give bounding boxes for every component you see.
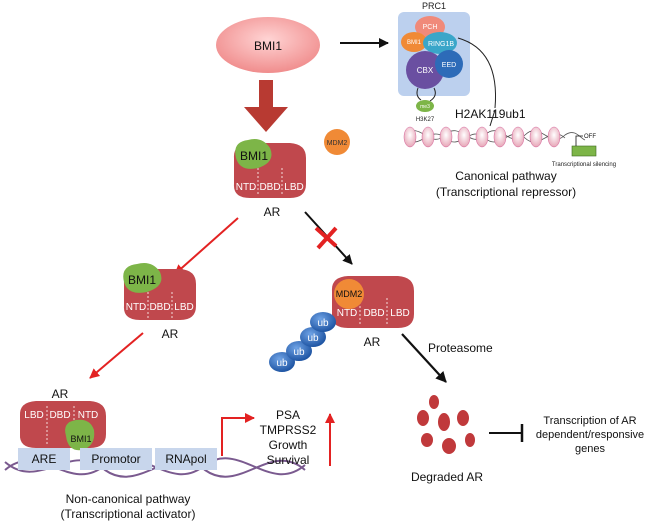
- bmi1-subunit: [401, 32, 427, 52]
- ar-top-bmi1-label: BMI1: [240, 149, 268, 163]
- ring1b-subunit: [423, 32, 457, 54]
- cbx-to-h3k27-connector: [416, 87, 422, 101]
- ar-left-complex: [123, 263, 196, 320]
- arrow-to-degradation: [401, 333, 447, 383]
- transcription-line-2: dependent/responsive: [536, 429, 644, 441]
- noncanonical-pathway-label: Non-canonical pathway: [66, 492, 191, 506]
- off-arrow: [575, 135, 583, 146]
- bmi1-ellipse: [216, 17, 320, 73]
- ub-label-1: ub: [276, 358, 288, 369]
- ar-mid-ntd: NTD: [337, 308, 358, 319]
- nucleosome-array: [403, 126, 561, 148]
- silenced-gene-box: [571, 145, 597, 157]
- ar-top-dbd: DBD: [259, 182, 280, 193]
- ubiquitin-chain: [269, 312, 336, 372]
- ub-3: [300, 327, 326, 347]
- h2ak-to-chromatin-connector: [489, 109, 496, 127]
- ar-left-bmi1-label: BMI1: [128, 273, 156, 287]
- off-label: OFF: [584, 134, 596, 140]
- h3k27-label: H3K27: [416, 117, 435, 123]
- ar-top-complex: [233, 139, 306, 198]
- mdm2-bound: [334, 279, 364, 309]
- h3k27-me3-label: me3: [420, 104, 430, 110]
- ar-top-ntd: NTD: [236, 182, 257, 193]
- ar-bottom-label: AR: [52, 387, 69, 401]
- gene-tmprss2: TMPRSS2: [260, 423, 317, 437]
- mdm2-free-label: MDM2: [327, 140, 348, 147]
- ar-bottom-lbd: LBD: [24, 410, 43, 421]
- ar-top-lbd: LBD: [284, 182, 303, 193]
- blocked-cross: [314, 226, 338, 250]
- rnapol-box: [155, 448, 217, 470]
- transcription-line-3: genes: [575, 443, 605, 455]
- mdm2-free: [324, 129, 350, 155]
- transcriptional-silencing-label: Transcriptional silencing: [552, 162, 616, 168]
- are-box: [18, 448, 70, 470]
- ub-2: [286, 341, 312, 361]
- prc1-title: PRC1: [422, 1, 446, 11]
- ar-left-ntd: NTD: [126, 302, 147, 313]
- noncanonical-pathway-subtitle: (Transcriptional activator): [61, 507, 196, 521]
- ar-mid-lbd: LBD: [390, 308, 409, 319]
- rnapol-label: RNApol: [165, 452, 206, 466]
- are-label: ARE: [32, 452, 57, 466]
- proteasome-label: Proteasome: [428, 341, 493, 355]
- ub-label-4: ub: [317, 318, 329, 329]
- ar-left-dbd: DBD: [149, 302, 170, 313]
- arrow-bmi1-to-ar: [244, 80, 288, 132]
- cbx-label: CBX: [417, 66, 434, 75]
- gene-survival: Survival: [267, 453, 310, 467]
- ar-bottom-bmi1-label: BMI1: [70, 434, 91, 444]
- h2ak119ub1-label: H2AK119ub1: [455, 107, 526, 121]
- ub-label-2: ub: [293, 347, 305, 358]
- cbx-subunit: [406, 51, 444, 89]
- promotor-box: [80, 448, 152, 470]
- bmi1-blob-bottom: [65, 419, 95, 451]
- ar-bottom-dbd: DBD: [49, 410, 70, 421]
- arrow-ar-left-to-bottom: [89, 332, 144, 379]
- ring1b-to-h2ak-connector: [457, 37, 497, 109]
- eed-subunit: [435, 50, 463, 78]
- ub-label-3: ub: [307, 333, 319, 344]
- transcription-line-1: Transcription of AR: [543, 415, 636, 427]
- ar-top-label: AR: [264, 205, 281, 219]
- canonical-pathway-subtitle: (Transcriptional repressor): [436, 185, 576, 199]
- eed-label: EED: [442, 62, 456, 69]
- degraded-ar-label: Degraded AR: [411, 470, 483, 484]
- ring1b-label: RING1B: [428, 41, 454, 48]
- arrow-ar-to-left: [174, 217, 239, 275]
- bmi1-subunit-label: BMI1: [407, 40, 422, 46]
- h3k27-me3-mark: [416, 100, 434, 112]
- ar-left-label: AR: [162, 327, 179, 341]
- ub-4: [310, 312, 336, 332]
- degraded-ar-fragments: [417, 395, 475, 454]
- ar-left-lbd: LBD: [174, 302, 193, 313]
- pch-label: PCH: [423, 24, 438, 31]
- ub-1: [269, 352, 295, 372]
- gene-growth: Growth: [269, 438, 308, 452]
- bmi1-blob-left: [123, 263, 162, 293]
- ar-bottom-complex: [19, 401, 107, 451]
- bmi1-title: BMI1: [254, 39, 282, 53]
- gene-psa: PSA: [276, 408, 300, 422]
- inhibition-arrow: [489, 424, 524, 442]
- ar-mid-label: AR: [364, 335, 381, 349]
- cbx-to-h3k27-connector-2: [429, 87, 436, 102]
- bmi1-blob-top: [235, 139, 272, 169]
- ar-mid-dbd: DBD: [363, 308, 384, 319]
- transcription-start-arrow: [221, 413, 255, 456]
- ar-mid-complex: [331, 276, 414, 328]
- promotor-label: Promotor: [91, 452, 140, 466]
- ar-mid-mdm2-label: MDM2: [336, 289, 363, 299]
- canonical-pathway-label: Canonical pathway: [455, 169, 556, 183]
- ar-bottom-ntd: NTD: [78, 410, 99, 421]
